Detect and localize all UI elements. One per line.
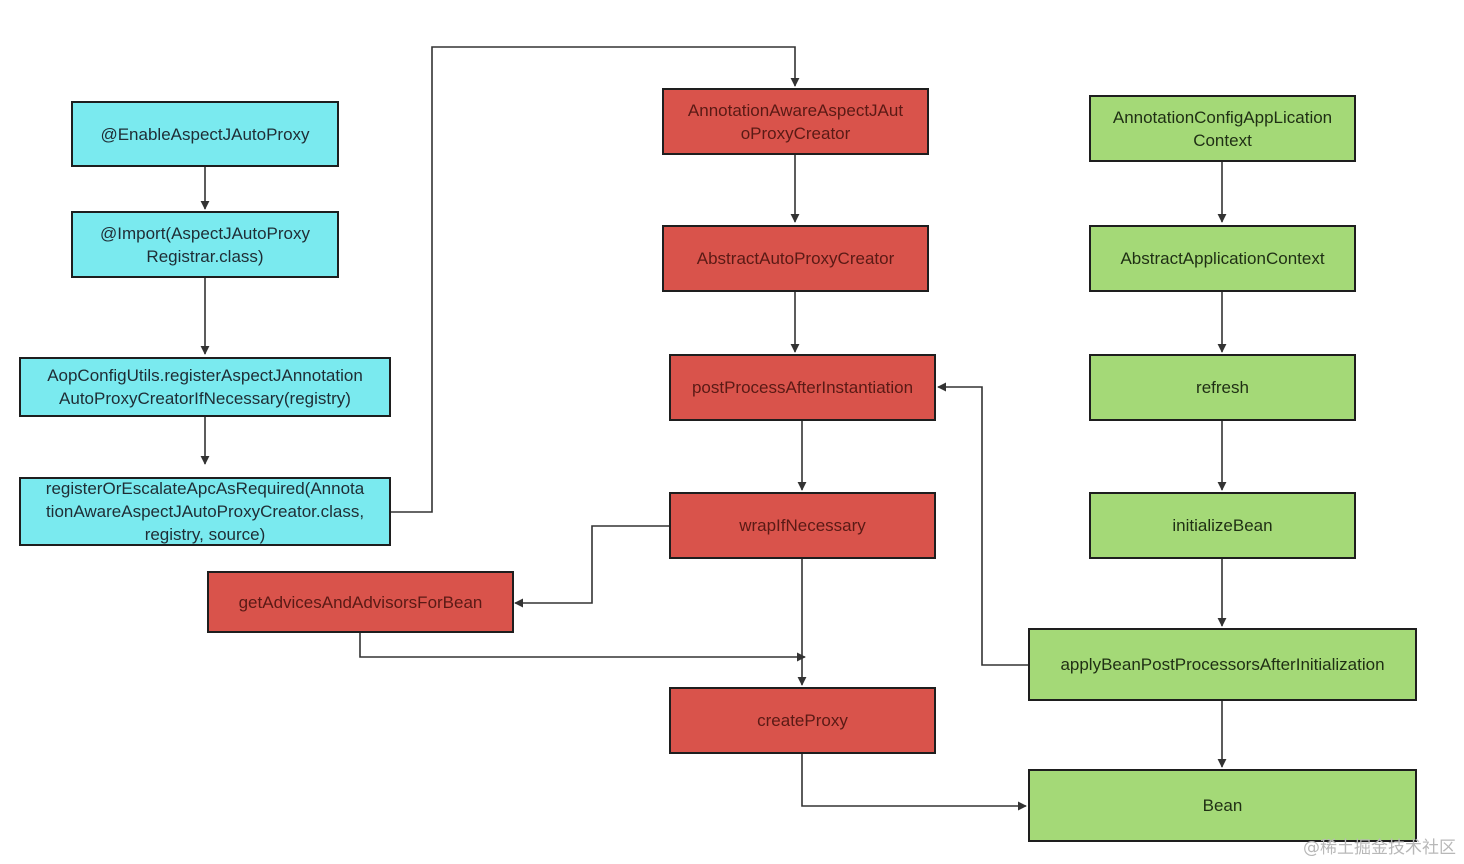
edge-applybpp-to-postprocess xyxy=(937,382,1029,666)
edge-wrap-to-getadvices xyxy=(514,525,669,608)
edge-createproxy-to-bean xyxy=(801,754,1027,811)
node-initialize-bean: initializeBean xyxy=(1089,492,1356,559)
watermark: @稀土掘金技术社区 xyxy=(1303,838,1456,858)
node-apply-bean-post-processors: applyBeanPostProcessorsAfterInitializati… xyxy=(1028,628,1417,701)
node-post-process-after-instantiation: postProcessAfterInstantiation xyxy=(669,354,936,421)
node-create-proxy: createProxy xyxy=(669,687,936,754)
node-wrap-if-necessary: wrapIfNecessary xyxy=(669,492,936,559)
node-enable-aspectj-auto-proxy: @EnableAspectJAutoProxy xyxy=(71,101,339,167)
edge-register-to-annotationaware xyxy=(391,46,800,513)
node-abstract-application-context: AbstractApplicationContext xyxy=(1089,225,1356,292)
edge-getadvices-to-createproxy xyxy=(359,632,806,662)
node-bean: Bean xyxy=(1028,769,1417,842)
node-get-advices-and-advisors: getAdvicesAndAdvisorsForBean xyxy=(207,571,514,633)
node-aop-config-utils: AopConfigUtils.registerAspectJAnnotation… xyxy=(19,357,391,417)
node-abstract-auto-proxy-creator: AbstractAutoProxyCreator xyxy=(662,225,929,292)
node-refresh: refresh xyxy=(1089,354,1356,421)
